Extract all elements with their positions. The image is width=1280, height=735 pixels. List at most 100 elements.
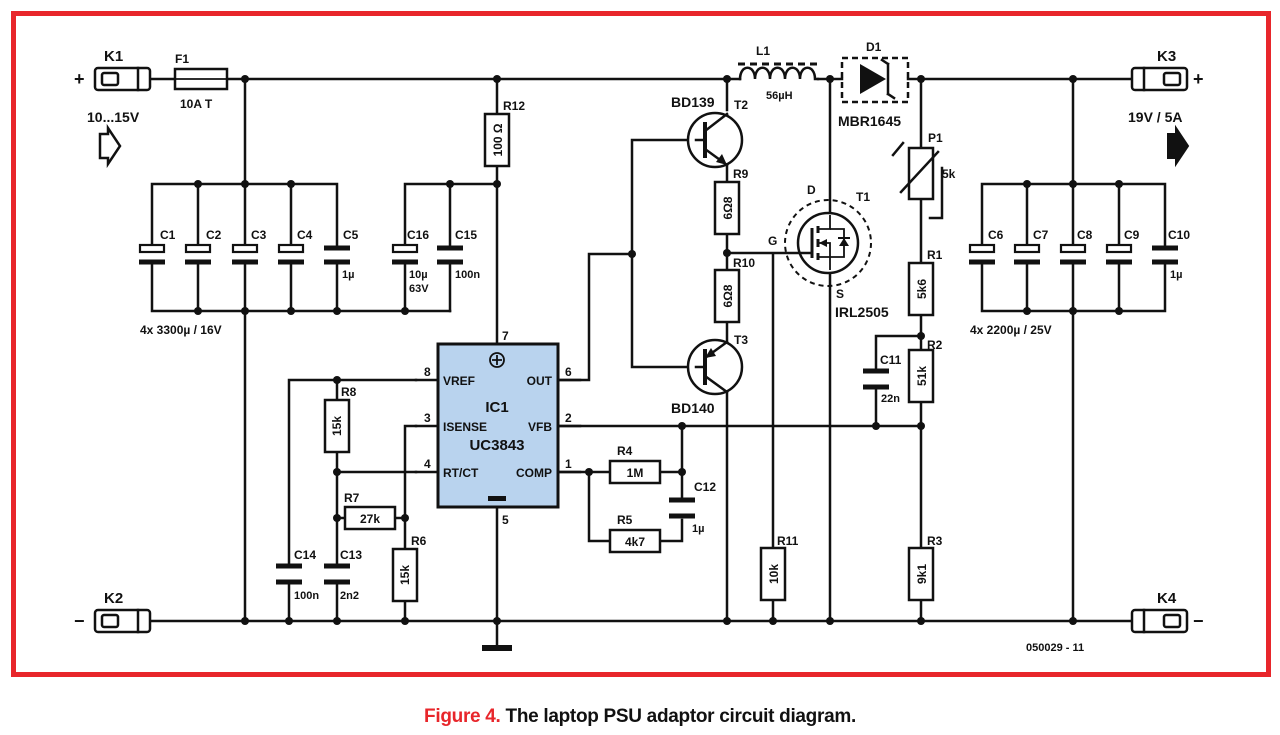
svg-text:5k6: 5k6 [915, 279, 929, 299]
caption-text: The laptop PSU adaptor circuit diagram. [500, 706, 857, 727]
svg-text:R3: R3 [927, 534, 943, 548]
fuse-f1: F1 10A T [173, 52, 229, 111]
svg-text:BD139: BD139 [671, 94, 715, 110]
svg-text:15k: 15k [398, 565, 412, 585]
capacitor-c3: C3 [231, 228, 267, 265]
terminal-k4: K4 − [1130, 590, 1204, 634]
input-arrow-icon [98, 123, 122, 169]
label-input-voltage: 10...15V [87, 109, 140, 125]
terminal-k1: K1 + 10...15V [74, 48, 152, 169]
svg-text:C1: C1 [160, 228, 176, 242]
transistor-t2: T2 BD139 [671, 94, 748, 169]
label-k3-polarity: + [1193, 69, 1204, 89]
svg-text:1M: 1M [627, 466, 644, 480]
svg-text:C10: C10 [1168, 228, 1190, 242]
svg-text:R6: R6 [411, 534, 427, 548]
svg-text:D: D [807, 183, 816, 197]
diagram-frame [11, 11, 1271, 677]
resistor-r9: R9 6Ω8 [713, 167, 749, 236]
resistor-r6: R6 15k [391, 534, 427, 603]
resistor-r4: R4 1M [608, 444, 662, 485]
capacitor-c7: C7 [1013, 228, 1049, 265]
svg-text:R11: R11 [777, 534, 799, 548]
ic-uc3843: IC1 UC3843 VREF ISENSE RT/CT OUT VFB COM… [414, 329, 582, 527]
capacitor-c11: C11 22n [863, 353, 902, 405]
svg-text:C12: C12 [694, 480, 716, 494]
resistor-r2: R2 51k [907, 338, 943, 404]
svg-text:6Ω8: 6Ω8 [721, 196, 735, 219]
diode-d1: D1 MBR1645 [838, 40, 910, 129]
svg-text:1µ: 1µ [342, 269, 354, 281]
capacitor-c15: C15 100n [437, 228, 480, 281]
resistor-r3: R3 9k1 [907, 534, 943, 602]
resistor-r1: R1 5k6 [907, 248, 943, 317]
svg-text:15k: 15k [330, 416, 344, 436]
svg-text:10k: 10k [767, 564, 781, 584]
capacitor-c13: C13 2n2 [324, 548, 362, 602]
svg-text:R7: R7 [344, 491, 360, 505]
svg-text:10A T: 10A T [180, 97, 213, 111]
svg-text:27k: 27k [360, 512, 380, 526]
label-k1: K1 [104, 48, 123, 65]
capacitor-c1: C1 [138, 228, 176, 265]
svg-text:T2: T2 [734, 98, 748, 112]
mosfet-t1: D T1 G S IRL2505 [768, 183, 889, 320]
label-input-bank: 4x 3300µ / 16V [140, 323, 222, 337]
label-k2: K2 [104, 590, 123, 607]
svg-text:OUT: OUT [527, 374, 553, 388]
svg-text:R10: R10 [733, 256, 755, 270]
figure-ref-number: 050029 - 11 [1026, 642, 1084, 654]
svg-text:5k: 5k [942, 167, 956, 181]
svg-text:R5: R5 [617, 513, 633, 527]
svg-text:1: 1 [565, 457, 572, 471]
svg-text:22n: 22n [881, 393, 900, 405]
label-k4: K4 [1157, 590, 1177, 607]
circuit-schematic: K1 + 10...15V K2 − K3 + 19V / 5A K4 − F1… [74, 40, 1204, 654]
svg-text:T1: T1 [856, 190, 870, 204]
svg-text:C15: C15 [455, 228, 477, 242]
svg-text:F1: F1 [175, 52, 189, 66]
junctions [194, 75, 1123, 625]
resistor-r5: R5 4k7 [608, 513, 662, 554]
svg-text:T3: T3 [734, 333, 748, 347]
svg-text:4k7: 4k7 [625, 535, 645, 549]
svg-text:10µ: 10µ [409, 269, 428, 281]
svg-text:C8: C8 [1077, 228, 1093, 242]
svg-text:6: 6 [565, 365, 572, 379]
svg-text:UC3843: UC3843 [469, 437, 524, 454]
resistor-r10: R10 6Ω8 [713, 256, 755, 324]
svg-text:G: G [768, 234, 777, 248]
svg-text:L1: L1 [756, 44, 770, 58]
svg-text:1µ: 1µ [692, 523, 704, 535]
resistor-r7: R7 27k [343, 491, 397, 531]
figure-caption: Figure 4. The laptop PSU adaptor circuit… [0, 706, 1280, 728]
svg-text:3: 3 [424, 411, 431, 425]
capacitor-c6: C6 [968, 228, 1004, 265]
svg-text:C7: C7 [1033, 228, 1049, 242]
svg-text:R12: R12 [503, 99, 525, 113]
svg-text:C4: C4 [297, 228, 313, 242]
svg-text:IC1: IC1 [485, 399, 508, 416]
svg-text:7: 7 [502, 329, 509, 343]
svg-text:C13: C13 [340, 548, 362, 562]
label-k3: K3 [1157, 48, 1176, 65]
svg-text:MBR1645: MBR1645 [838, 113, 901, 129]
svg-text:6Ω8: 6Ω8 [721, 284, 735, 307]
caption-lead: Figure 4. [424, 706, 501, 727]
svg-text:2: 2 [565, 411, 572, 425]
label-k2-polarity: − [74, 611, 85, 631]
svg-text:C16: C16 [407, 228, 429, 242]
label-output-bank: 4x 2200µ / 25V [970, 323, 1052, 337]
svg-text:R4: R4 [617, 444, 633, 458]
svg-text:VFB: VFB [528, 420, 552, 434]
potentiometer-p1: P1 5k [891, 131, 956, 201]
svg-text:C5: C5 [343, 228, 359, 242]
ground-icon [482, 645, 512, 651]
svg-text:COMP: COMP [516, 466, 552, 480]
svg-text:100 Ω: 100 Ω [491, 123, 505, 156]
capacitor-c12: C12 1µ [669, 480, 716, 535]
terminal-k3: K3 + 19V / 5A [1128, 48, 1204, 168]
svg-text:R1: R1 [927, 248, 943, 262]
transistor-t3: T3 BD140 [671, 333, 748, 416]
svg-text:P1: P1 [928, 131, 943, 145]
